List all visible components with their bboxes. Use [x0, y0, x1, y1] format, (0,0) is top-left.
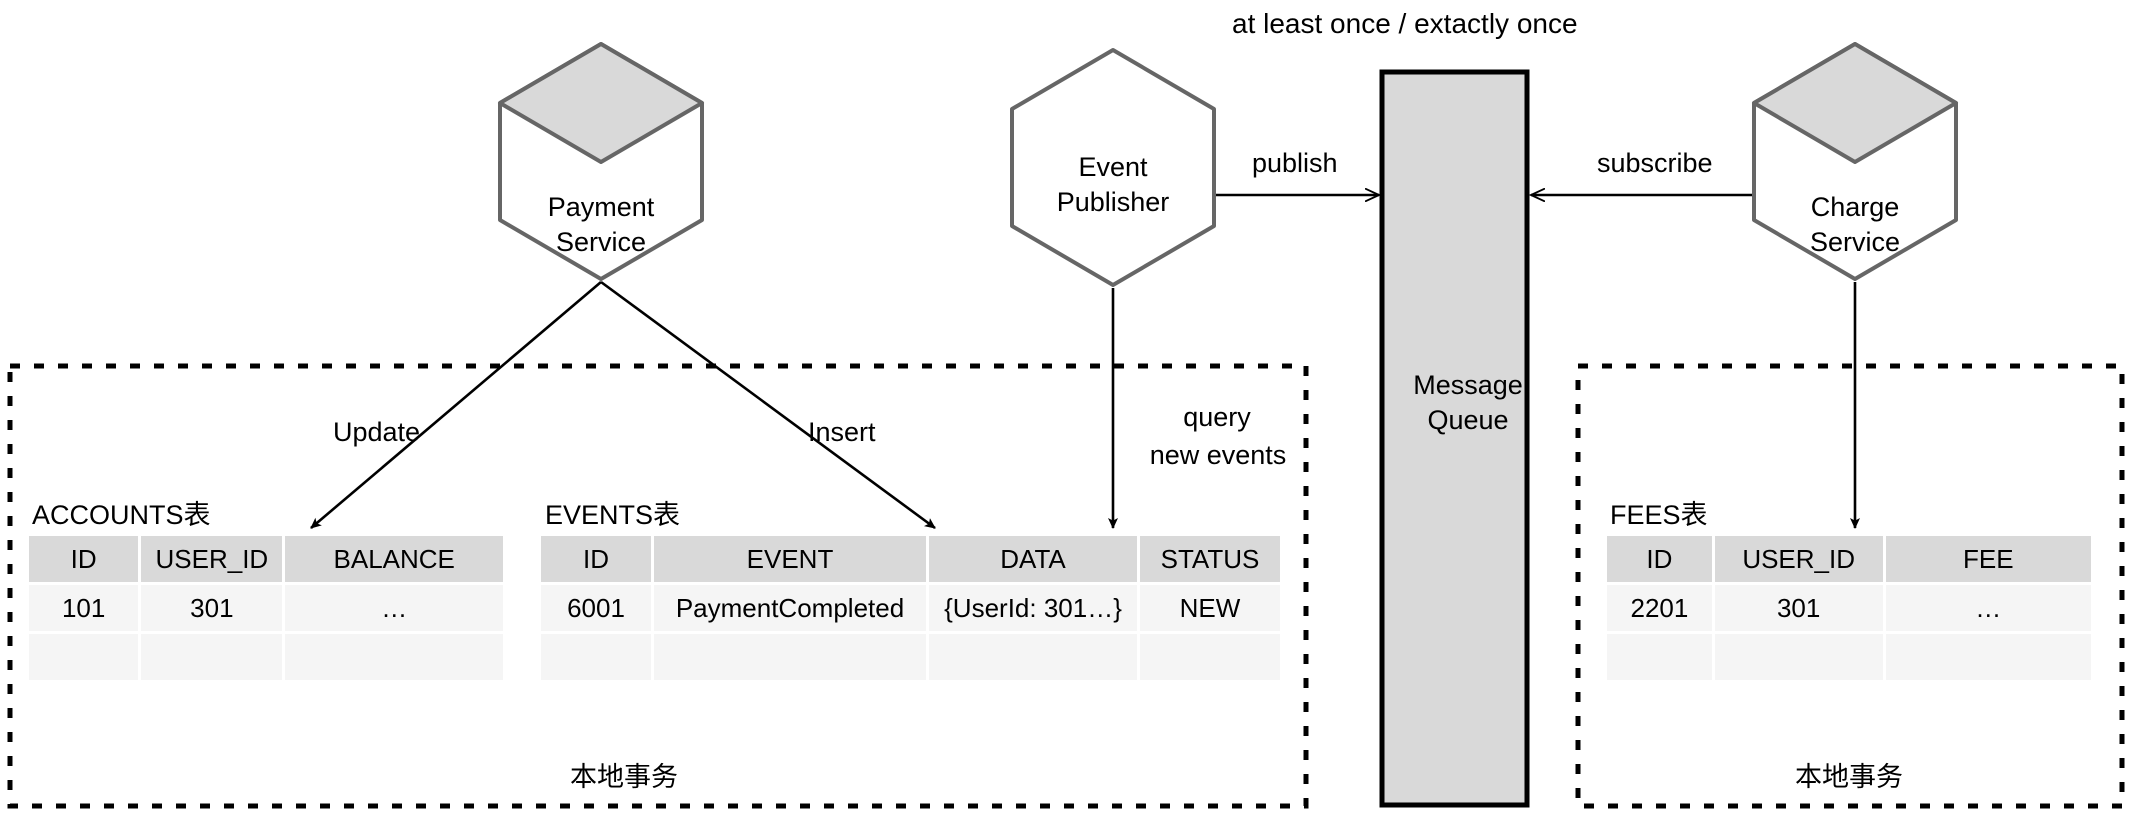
fees-cell: … — [1885, 585, 2091, 631]
left-transaction-label: 本地事务 — [570, 762, 678, 793]
accounts-table: ID USER_ID BALANCE 101 301 … — [26, 533, 506, 683]
events-cell — [929, 634, 1137, 680]
events-cell — [541, 634, 651, 680]
table-header-row: ID EVENT DATA STATUS — [541, 536, 1280, 582]
table-row — [541, 634, 1280, 680]
insert-label: Insert — [808, 417, 876, 447]
events-table-title: EVENTS表 — [545, 500, 681, 530]
events-header-event: EVENT — [654, 536, 926, 582]
table-header-row: ID USER_ID BALANCE — [29, 536, 503, 582]
update-arrow — [310, 281, 602, 529]
table-row: 2201 301 … — [1607, 585, 2091, 631]
events-table: ID EVENT DATA STATUS 6001 PaymentComplet… — [538, 533, 1283, 683]
fees-header-fee: FEE — [1885, 536, 2091, 582]
accounts-cell: 101 — [29, 585, 139, 631]
accounts-header-balance: BALANCE — [285, 536, 503, 582]
events-cell — [654, 634, 926, 680]
accounts-cell — [29, 634, 139, 680]
right-transaction-label: 本地事务 — [1795, 762, 1903, 793]
fees-cell — [1885, 634, 2091, 680]
accounts-header-user-id: USER_ID — [141, 536, 283, 582]
update-label: Update — [333, 417, 421, 447]
query-new-events-label-line2: new events — [1149, 440, 1287, 470]
events-cell: NEW — [1140, 585, 1280, 631]
accounts-header-id: ID — [29, 536, 139, 582]
accounts-table-title: ACCOUNTS表 — [32, 500, 211, 530]
fees-header-user-id: USER_ID — [1714, 536, 1883, 582]
events-header-data: DATA — [929, 536, 1137, 582]
fees-cell: 301 — [1714, 585, 1883, 631]
subscribe-label: subscribe — [1597, 148, 1713, 178]
insert-arrow — [600, 280, 936, 530]
accounts-cell: … — [285, 585, 503, 631]
query-new-events-label-line1: query — [1183, 402, 1251, 432]
table-row: 101 301 … — [29, 585, 503, 631]
accounts-cell — [285, 634, 503, 680]
fees-header-id: ID — [1607, 536, 1712, 582]
publish-label: publish — [1252, 148, 1338, 178]
accounts-cell — [141, 634, 283, 680]
events-cell: {UserId: 301…} — [929, 585, 1137, 631]
events-cell — [1140, 634, 1280, 680]
table-header-row: ID USER_ID FEE — [1607, 536, 2091, 582]
fees-cell: 2201 — [1607, 585, 1712, 631]
fees-table-title: FEES表 — [1610, 500, 1708, 530]
events-cell: PaymentCompleted — [654, 585, 926, 631]
fees-cell — [1607, 634, 1712, 680]
events-header-id: ID — [541, 536, 651, 582]
table-row — [1607, 634, 2091, 680]
payment-service-cube-top — [498, 42, 704, 164]
table-row — [29, 634, 503, 680]
fees-table: ID USER_ID FEE 2201 301 … — [1604, 533, 2094, 683]
table-row: 6001 PaymentCompleted {UserId: 301…} NEW — [541, 585, 1280, 631]
charge-service-cube-top — [1752, 42, 1958, 164]
accounts-cell: 301 — [141, 585, 283, 631]
message-queue-box[interactable] — [1379, 69, 1530, 808]
events-header-status: STATUS — [1140, 536, 1280, 582]
page-title: at least once / extactly once — [1232, 8, 1578, 39]
events-cell: 6001 — [541, 585, 651, 631]
fees-cell — [1714, 634, 1883, 680]
